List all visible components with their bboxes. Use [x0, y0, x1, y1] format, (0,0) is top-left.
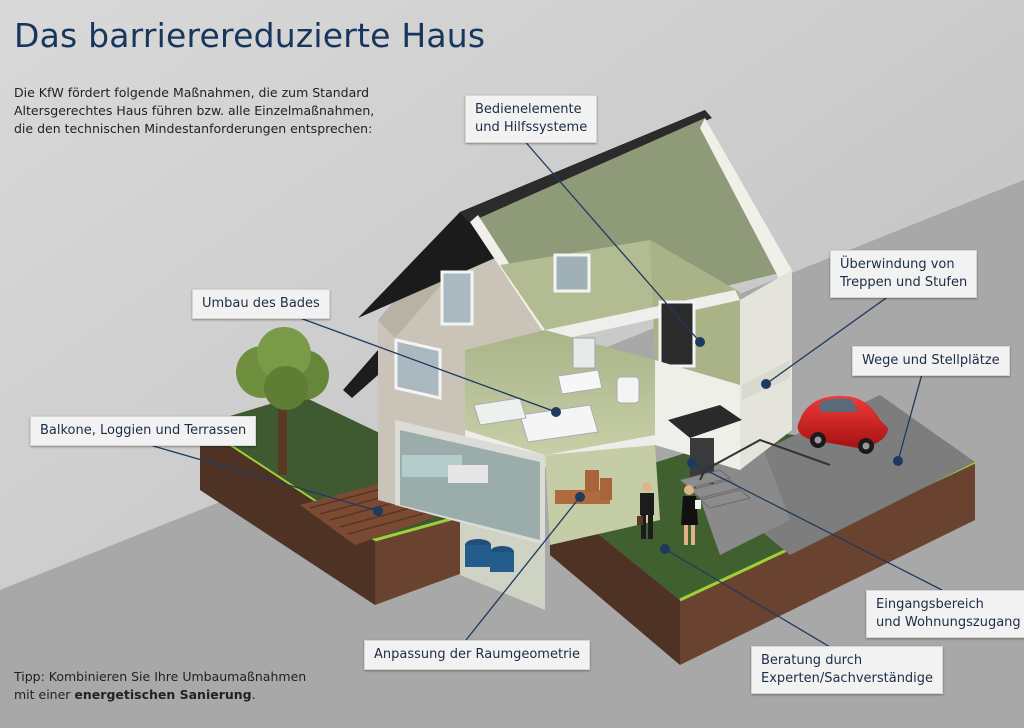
dining-chair [585, 470, 599, 492]
callout-line: Überwindung von [840, 257, 955, 272]
leader-balkone [135, 440, 379, 512]
page-title: Das barrierereduzierte Haus [14, 16, 486, 55]
callout-line: und Wohnungszugang [876, 615, 1021, 630]
outdoor-stairs [678, 469, 752, 509]
window-dark [658, 300, 696, 368]
leader-umbau-bades [299, 317, 557, 413]
callout-treppen: Überwindung von Treppen und Stufen [830, 250, 978, 298]
intro-text: Die KfW fördert folgende Maßnahmen, die … [14, 84, 394, 138]
window-attic [553, 253, 591, 293]
callout-line: Treppen und Stufen [840, 275, 968, 290]
window-top [440, 270, 474, 326]
tip-line-1: Tipp: Kombinieren Sie Ihre Umbaumaßnahme… [14, 669, 307, 684]
dining-chair-2 [600, 478, 612, 500]
leader-eingang [691, 462, 943, 591]
red-car [797, 395, 888, 454]
leader-treppen [765, 287, 901, 385]
leader-dots [373, 337, 903, 554]
leader-beratung [664, 548, 831, 648]
tip-bold: energetischen Sanierung [74, 687, 252, 702]
person-man [637, 482, 654, 539]
bathtub [519, 404, 599, 443]
leader-bedienelemente [521, 137, 701, 343]
leader-lines [135, 137, 943, 648]
callout-line: Beratung durch [761, 653, 863, 668]
tip-prefix: mit einer [14, 687, 75, 702]
entrance-canopy [668, 405, 742, 438]
dot-bedienelemente [695, 337, 705, 347]
callout-raumgeometrie: Anpassung der Raumgeometrie [364, 640, 591, 670]
person-woman [681, 485, 701, 545]
shower-tray [473, 397, 527, 426]
bath-mirror [572, 337, 596, 369]
dot-raumgeometrie [575, 492, 585, 502]
bathroom-room [465, 330, 655, 455]
callout-line: Experten/Sachverständige [761, 671, 934, 686]
callout-line: Bedienelemente [475, 102, 582, 117]
tree-crown-bottom [264, 366, 308, 410]
callout-line: Eingangsbereich [876, 597, 984, 612]
callout-umbau-bades: Umbau des Bades [192, 289, 330, 319]
dot-eingang [687, 458, 697, 468]
leader-wege [897, 373, 923, 462]
callout-line: Anpassung der Raumgeometrie [374, 647, 581, 662]
leader-raumgeometrie [465, 496, 581, 641]
right-side-wall [740, 270, 792, 470]
callout-eingang: Eingangsbereich und Wohnungszugang [866, 590, 1024, 638]
window-left [394, 338, 442, 400]
intro-line: Die KfW fördert folgende Maßnahmen, die … [14, 85, 370, 100]
bath-sink [557, 369, 603, 395]
callout-bedienelemente: Bedienelemente und Hilfssysteme [465, 95, 598, 143]
dot-wege [893, 456, 903, 466]
callout-wege: Wege und Stellplätze [852, 346, 1010, 376]
toilet [616, 376, 640, 404]
intro-line: Altersgerechtes Haus führen bzw. alle Ei… [14, 103, 375, 118]
tip-text: Tipp: Kombinieren Sie Ihre Umbaumaßnahme… [14, 668, 306, 704]
dot-balkone [373, 506, 383, 516]
ramp-railing [704, 438, 831, 471]
annex-roof [343, 350, 378, 398]
tank-left [465, 545, 491, 567]
callout-line: Umbau des Bades [202, 296, 320, 311]
dot-beratung [660, 544, 670, 554]
dot-umbau-bades [551, 407, 561, 417]
sofa [402, 455, 462, 477]
intro-line: die den technischen Mindestanforderungen… [14, 121, 373, 136]
callout-beratung: Beratung durch Experten/Sachverständige [751, 646, 944, 694]
tree-crown-top [257, 327, 311, 381]
tip-suffix: . [251, 687, 256, 702]
callout-line: Balkone, Loggien und Terrassen [40, 423, 247, 438]
tip-line-2: mit einer energetischen Sanierung. [14, 686, 306, 704]
dot-treppen [761, 379, 771, 389]
tree-trunk [278, 395, 287, 475]
callout-line: Wege und Stellplätze [862, 353, 1000, 368]
table [448, 465, 488, 483]
roof-ridge [460, 110, 712, 222]
tank-right [490, 552, 514, 572]
railing-post [699, 469, 706, 481]
soil-left-front [200, 425, 375, 605]
roof-edge-cut [700, 118, 792, 290]
soil-right [680, 462, 975, 665]
callout-line: und Hilfssysteme [475, 120, 588, 135]
callout-balkone: Balkone, Loggien und Terrassen [30, 416, 257, 446]
